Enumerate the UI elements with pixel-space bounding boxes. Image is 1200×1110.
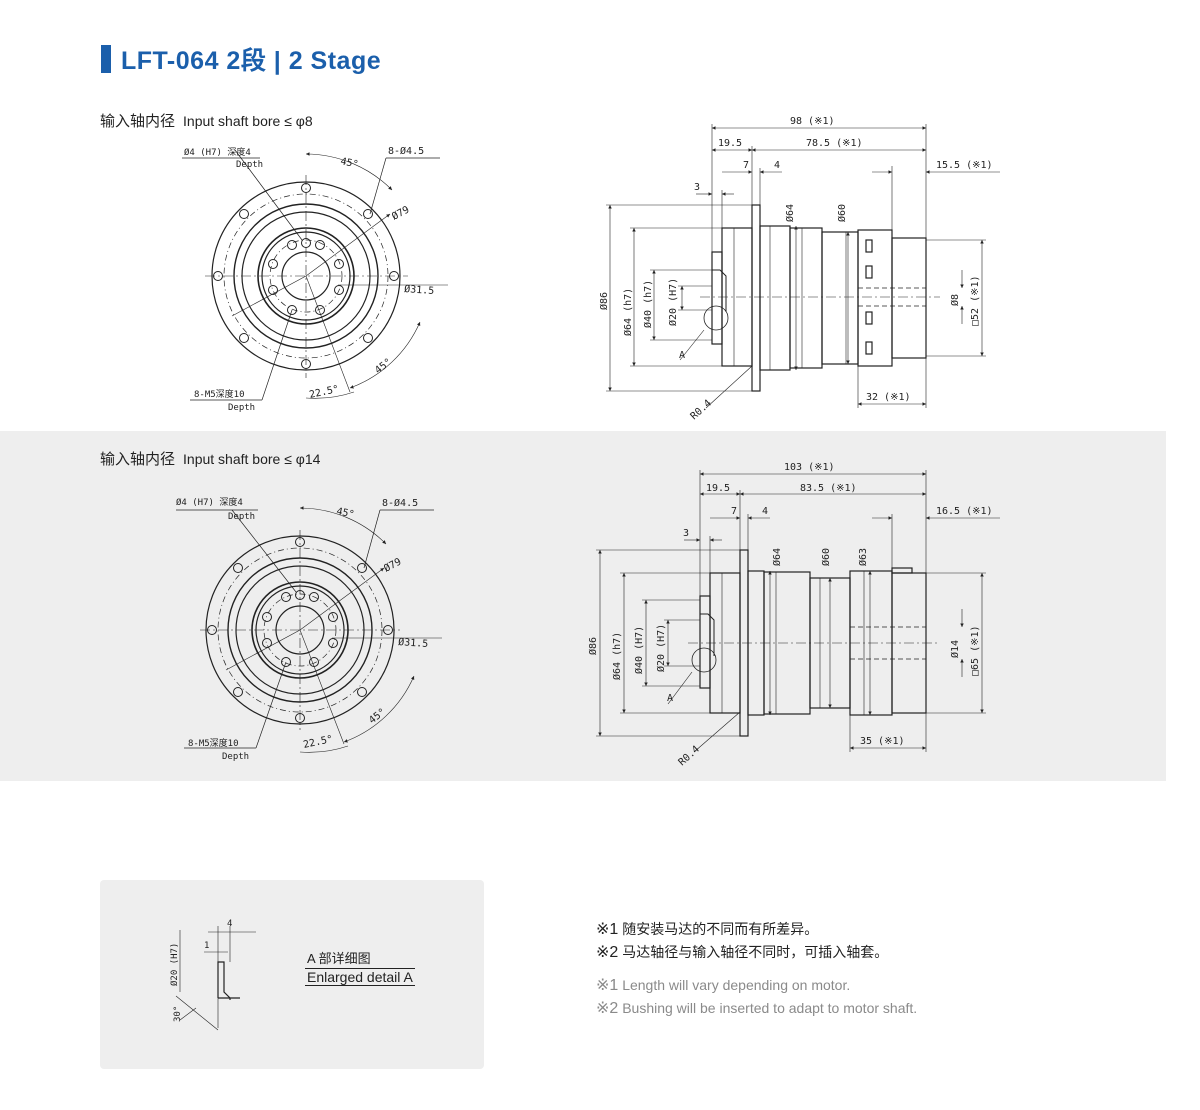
tap-label: 8-M5深度10 [188,737,239,749]
bore-en: Input shaft bore ≤ φ8 [183,113,313,129]
angle3-label: 22.5° [302,734,334,751]
tap-depth: Depth [228,403,255,413]
angle2-label: 45° [367,707,388,727]
detail-a-mark: A [679,350,685,361]
d315-label: Ø31.5 [404,283,435,297]
section2-front-view [176,506,442,753]
dim-d20H7: Ø20 (H7) [655,624,667,672]
title-accent-bar [101,45,111,73]
section1-front-view [182,149,448,401]
detail-dim-1: 1 [204,941,209,951]
angle2-label: 45° [373,357,394,377]
bore-label: Ø4 (H7) 深度4 [176,496,243,508]
dim-7: 7 [743,160,749,171]
holes-label: 8-Ø4.5 [388,145,424,157]
overall-length: 103 (※1) [784,462,835,473]
bore-label: Ø4 (H7) 深度4 [184,146,251,158]
angle-label: 45° [339,156,359,171]
dim-4: 4 [762,506,768,517]
section2-side-labels: 103 (※1) 19.5 83.5 (※1) 7 4 16.5 (※1) 3 … [587,462,993,768]
detail-title-en: Enlarged detail A [305,968,415,986]
overall-length: 98 (※1) [790,116,835,127]
dim-d86: Ø86 [587,637,599,655]
dim-d60: Ø60 [836,204,848,222]
dim-19-5: 19.5 [718,138,742,149]
section2-side-view [596,470,1000,753]
detail-dim-d20: Ø20 (H7) [169,943,180,986]
section1-side-labels: 98 (※1) 19.5 78.5 (※1) 7 4 15.5 (※1) 3 Ø… [598,116,993,422]
detail-a-mark: A [667,693,673,704]
section1-front-labels: Ø4 (H7) 深度4 Depth 8-Ø4.5 45° Ø79 Ø31.5 4… [184,145,435,413]
dim-d60: Ø60 [820,548,832,566]
dim-d40h7: Ø40 (h7) [642,280,654,328]
note-cn-1: ※1 随安装马达的不同而有所差异。 [596,921,819,938]
dim-83-5: 83.5 (※1) [800,483,857,494]
detail-a-panel: 4 1 Ø20 (H7) 30° [100,880,484,1069]
detail-title-cn: A 部详细图 [307,951,371,966]
angle3-label: 22.5° [308,384,340,401]
dim-15-5: 15.5 (※1) [936,160,993,171]
section1-side-view [606,124,1000,409]
dim-16-5: 16.5 (※1) [936,506,993,517]
radius-label: R0.4 [677,744,702,768]
bore-cn: 输入轴内径 [100,451,176,468]
dim-32: 32 (※1) [866,392,911,403]
bore-en: Input shaft bore ≤ φ14 [183,451,321,467]
bore-depth: Depth [236,160,263,170]
note-cn-2: ※2 马达轴径与输入轴径不同时，可插入轴套。 [596,944,889,961]
section2-background [0,431,1166,781]
dim-d14: Ø14 [949,640,961,658]
bore-depth: Depth [228,512,255,522]
dim-sq65: □65 (※1) [970,625,981,676]
dim-d63: Ø63 [857,548,869,566]
dim-7: 7 [731,506,737,517]
page-header: LFT-064 2段 | 2 Stage [101,44,382,75]
d79-label: Ø79 [382,556,404,575]
holes-label: 8-Ø4.5 [382,497,418,509]
section2-bore-label: 输入轴内径 Input shaft bore ≤ φ14 [100,448,320,469]
dim-78-5: 78.5 (※1) [806,138,863,149]
dim-sq52: □52 (※1) [970,275,981,326]
dim-d64: Ø64 [784,204,796,222]
dim-d64h7: Ø64 (h7) [622,288,634,336]
dim-d64h7: Ø64 (h7) [611,632,623,680]
page-title: LFT-064 2段 | 2 Stage [121,47,382,75]
dim-4: 4 [774,160,780,171]
tap-label: 8-M5深度10 [194,388,245,400]
dim-19-5: 19.5 [706,483,730,494]
note-en-1: ※1 Length will vary depending on motor. [596,977,851,994]
tap-depth: Depth [222,752,249,762]
dim-d86: Ø86 [598,292,610,310]
radius-label: R0.4 [689,398,714,422]
detail-dim-4: 4 [227,919,232,929]
section2-front-labels: Ø4 (H7) 深度4 Depth 8-Ø4.5 45° Ø79 Ø31.5 4… [176,496,429,762]
note-en-2: ※2 Bushing will be inserted to adapt to … [596,1000,918,1017]
dim-d8: Ø8 [949,294,961,306]
notes: ※1 随安装马达的不同而有所差异。 ※2 马达轴径与输入轴径不同时，可插入轴套。… [596,918,917,1020]
detail-angle: 30° [173,1006,183,1022]
dim-d40H7: Ø40 (H7) [633,626,645,674]
d315-label: Ø31.5 [398,636,429,650]
bore-cn: 输入轴内径 [100,113,176,130]
section1-bore-label: 输入轴内径 Input shaft bore ≤ φ8 [100,110,313,131]
dim-3: 3 [683,528,689,539]
detail-a-drawing: 4 1 Ø20 (H7) 30° [169,919,256,1031]
dim-3: 3 [694,182,700,193]
d79-label: Ø79 [390,204,412,223]
dim-d20H7: Ø20 (H7) [667,278,679,326]
angle-label: 45° [335,506,355,521]
dim-35: 35 (※1) [860,736,905,747]
dim-d64: Ø64 [771,548,783,566]
